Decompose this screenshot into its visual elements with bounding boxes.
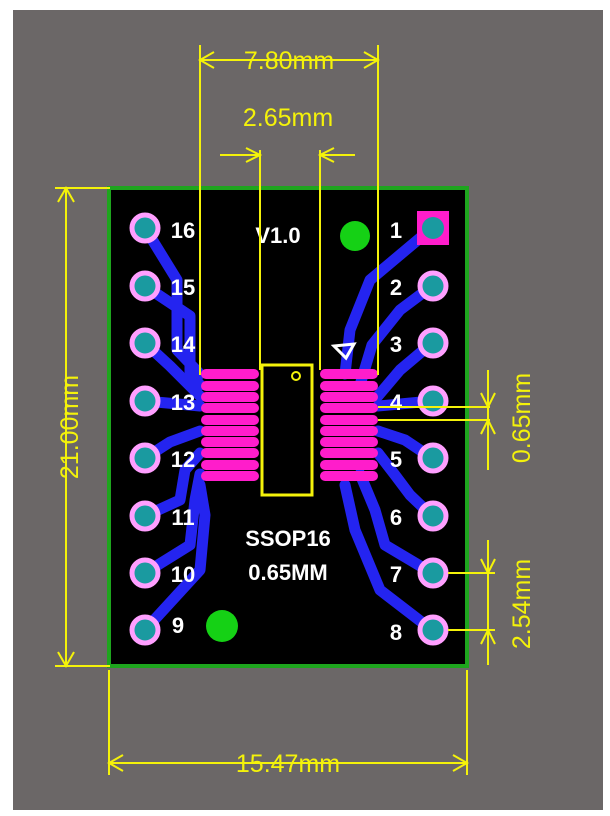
pin-label: 14 xyxy=(171,332,196,357)
tht-pad xyxy=(129,327,161,359)
pin-label: 15 xyxy=(171,275,195,300)
smd-pad xyxy=(201,448,259,458)
smd-pads-left xyxy=(201,369,259,481)
smd-pad xyxy=(201,381,259,391)
trace-9 xyxy=(139,479,211,636)
pin1-triangle-icon xyxy=(330,342,357,361)
pin-label: 11 xyxy=(171,505,194,530)
smd-pad xyxy=(201,392,259,402)
smd-pad xyxy=(201,426,259,436)
pin-label: 4 xyxy=(390,390,403,415)
smd-pad xyxy=(201,471,259,481)
tht-pad xyxy=(417,442,449,474)
tht-pad xyxy=(417,385,449,417)
dim-inner-width xyxy=(220,147,355,370)
pin-label: 7 xyxy=(390,562,402,587)
trace-11 xyxy=(139,447,206,522)
dim-top-width xyxy=(197,45,381,375)
pin-label: 3 xyxy=(390,332,402,357)
pin-label: 6 xyxy=(390,505,402,530)
pin1-dot-icon xyxy=(291,371,301,381)
trace-2 xyxy=(354,280,438,391)
tht-pad xyxy=(417,270,449,302)
dim-label-height: 21.00mm xyxy=(56,375,84,479)
dim-label-top-width: 7.80mm xyxy=(244,47,334,75)
smd-pad xyxy=(320,460,378,470)
fiducial-marker-bottom xyxy=(206,610,238,642)
ic-outline xyxy=(260,363,314,497)
smd-pad xyxy=(320,426,378,436)
pin-label: 16 xyxy=(171,218,195,243)
smd-pad xyxy=(320,471,378,481)
pin-label: 8 xyxy=(390,620,402,645)
smd-pad xyxy=(201,415,259,425)
dim-label-board-width: 15.47mm xyxy=(236,750,340,778)
trace-6 xyxy=(372,447,438,522)
trace-1 xyxy=(339,222,438,380)
package-name-label: SSOP16 xyxy=(245,526,331,551)
trace-8 xyxy=(339,479,438,636)
tht-pad xyxy=(417,327,449,359)
version-label: V1.0 xyxy=(255,223,300,248)
pin-label: 5 xyxy=(390,447,402,472)
package-pitch-label: 0.65MM xyxy=(248,560,327,585)
pin-label: 2 xyxy=(390,275,402,300)
tht-pad xyxy=(129,614,161,646)
dim-height xyxy=(55,185,110,669)
smd-pad xyxy=(201,437,259,447)
left-pin-labels: 16 15 14 13 12 11 10 9 xyxy=(171,218,196,638)
smd-pad xyxy=(201,460,259,470)
smd-pads-right xyxy=(320,369,378,481)
dim-label-inner-width: 2.65mm xyxy=(243,104,333,132)
trace-7 xyxy=(354,468,438,579)
tht-pad xyxy=(129,500,161,532)
tht-pad xyxy=(129,442,161,474)
tht-pads-left xyxy=(129,212,161,646)
tht-pad xyxy=(129,270,161,302)
smd-pad xyxy=(320,403,378,413)
right-pin-labels: 1 2 3 4 5 6 7 8 xyxy=(390,218,403,645)
tht-pads-right xyxy=(417,211,449,646)
smd-pad xyxy=(201,403,259,413)
pin-label: 1 xyxy=(390,218,402,243)
dim-label-pitch-dip: 2.54mm xyxy=(508,559,536,649)
dim-label-pitch-fine: 0.65mm xyxy=(508,373,536,463)
smd-pad xyxy=(320,415,378,425)
smd-pad xyxy=(320,437,378,447)
smd-pad xyxy=(320,448,378,458)
pin-label: 13 xyxy=(171,390,195,415)
tht-pad xyxy=(417,614,449,646)
smd-pad xyxy=(320,381,378,391)
smd-pad xyxy=(320,369,378,379)
pin-label: 10 xyxy=(171,562,195,587)
tht-pad-hole xyxy=(422,217,444,239)
smd-pad xyxy=(201,369,259,379)
pin-label: 12 xyxy=(171,447,195,472)
dim-pitch-fine xyxy=(378,370,496,470)
dim-board-width xyxy=(106,670,470,775)
tht-pad xyxy=(417,500,449,532)
tht-pad xyxy=(129,212,161,244)
tht-pad xyxy=(129,385,161,417)
tht-pad xyxy=(129,557,161,589)
tht-pad xyxy=(417,557,449,589)
fiducial-marker-top xyxy=(340,221,370,251)
pin-label: 9 xyxy=(172,613,184,638)
smd-pad xyxy=(320,392,378,402)
trace-15 xyxy=(139,280,206,391)
dim-pitch-dip xyxy=(448,540,496,665)
